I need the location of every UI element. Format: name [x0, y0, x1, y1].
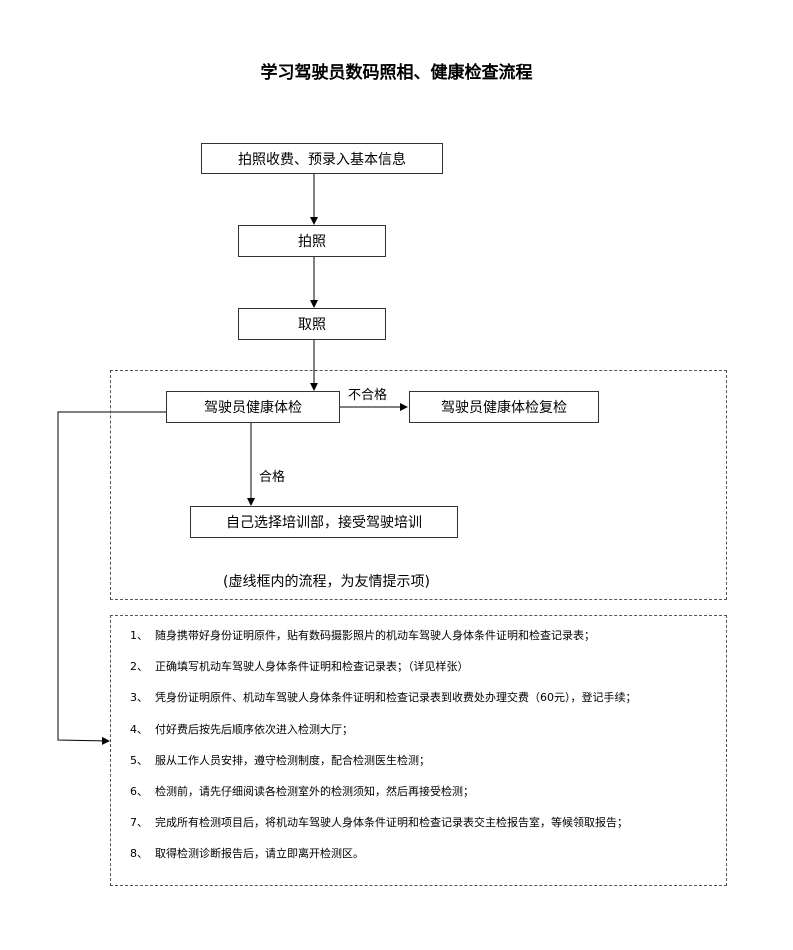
list-item-text: 检测前，请先仔细阅读各检测室外的检测须知，然后再接受检测； — [155, 784, 474, 798]
list-item: 5、服从工作人员安排，遵守检测制度，配合检测医生检测； — [130, 751, 637, 782]
list-item: 8、取得检测诊断报告后，请立即离开检测区。 — [130, 844, 637, 875]
list-item: 3、凭身份证明原件、机动车驾驶人身体条件证明和检查记录表到收费处办理交费（60元… — [130, 688, 637, 719]
optional-flow-region — [110, 370, 727, 600]
step-recheck-box: 驾驶员健康体检复检 — [409, 391, 599, 423]
list-item-text: 取得检测诊断报告后，请立即离开检测区。 — [155, 847, 364, 861]
edge-label-fail: 不合格 — [348, 388, 388, 403]
step-health-check-label: 驾驶员健康体检 — [204, 400, 302, 416]
edge-label-pass: 合格 — [259, 470, 286, 485]
list-item-number: 3、 — [130, 691, 148, 705]
list-item: 2、正确填写机动车驾驶人身体条件证明和检查记录表；（详见样张） — [130, 657, 637, 688]
list-item-number: 5、 — [130, 753, 148, 767]
list-item-text: 完成所有检测项目后，将机动车驾驶人身体条件证明和检查记录表交主检报告室，等候领取… — [155, 816, 628, 830]
list-item-text: 付好费后按先后顺序依次进入检测大厅； — [155, 722, 353, 736]
page-title: 学习驾驶员数码照相、健康检查流程 — [260, 63, 533, 83]
list-item-text: 正确填写机动车驾驶人身体条件证明和检查记录表；（详见样张） — [155, 660, 469, 674]
step-health-check-box: 驾驶员健康体检 — [166, 391, 340, 423]
step-recheck-label: 驾驶员健康体检复检 — [441, 400, 567, 416]
list-item: 1、随身携带好身份证明原件，贴有数码摄影照片的机动车驾驶人身体条件证明和检查记录… — [130, 626, 637, 657]
list-item: 4、付好费后按先后顺序依次进入检测大厅； — [130, 720, 637, 751]
step-photo-fee-label: 拍照收费、预录入基本信息 — [238, 151, 406, 168]
list-item-number: 2、 — [130, 660, 148, 674]
arrow-to-instructions — [57, 411, 166, 745]
list-item-number: 4、 — [130, 722, 148, 736]
step-training-label: 自己选择培训部，接受驾驶培训 — [226, 515, 422, 531]
step-photo-label: 拍照 — [298, 234, 326, 250]
step-photo-box: 拍照 — [238, 225, 386, 257]
instructions-region — [110, 615, 727, 886]
dashed-region-note: (虚线框内的流程，为友情提示项) — [223, 574, 430, 590]
list-item-number: 1、 — [130, 629, 148, 642]
list-item: 7、完成所有检测项目后，将机动车驾驶人身体条件证明和检查记录表交主检报告室，等候… — [130, 813, 637, 844]
list-item-number: 8、 — [130, 847, 148, 861]
instructions-list: 1、随身携带好身份证明原件，贴有数码摄影照片的机动车驾驶人身体条件证明和检查记录… — [130, 626, 637, 876]
list-item-text: 随身携带好身份证明原件，贴有数码摄影照片的机动车驾驶人身体条件证明和检查记录表； — [155, 629, 595, 642]
step-training-box: 自己选择培训部，接受驾驶培训 — [190, 506, 458, 538]
list-item-number: 7、 — [130, 816, 148, 830]
list-item-text: 服从工作人员安排，遵守检测制度，配合检测医生检测； — [155, 753, 430, 767]
list-item-text: 凭身份证明原件、机动车驾驶人身体条件证明和检查记录表到收费处办理交费（60元），… — [155, 691, 637, 705]
step-photo-fee-box: 拍照收费、预录入基本信息 — [201, 143, 443, 174]
list-item-number: 6、 — [130, 784, 148, 798]
step-collect-photo-box: 取照 — [238, 308, 386, 340]
list-item: 6、检测前，请先仔细阅读各检测室外的检测须知，然后再接受检测； — [130, 782, 637, 813]
step-collect-photo-label: 取照 — [298, 317, 326, 333]
